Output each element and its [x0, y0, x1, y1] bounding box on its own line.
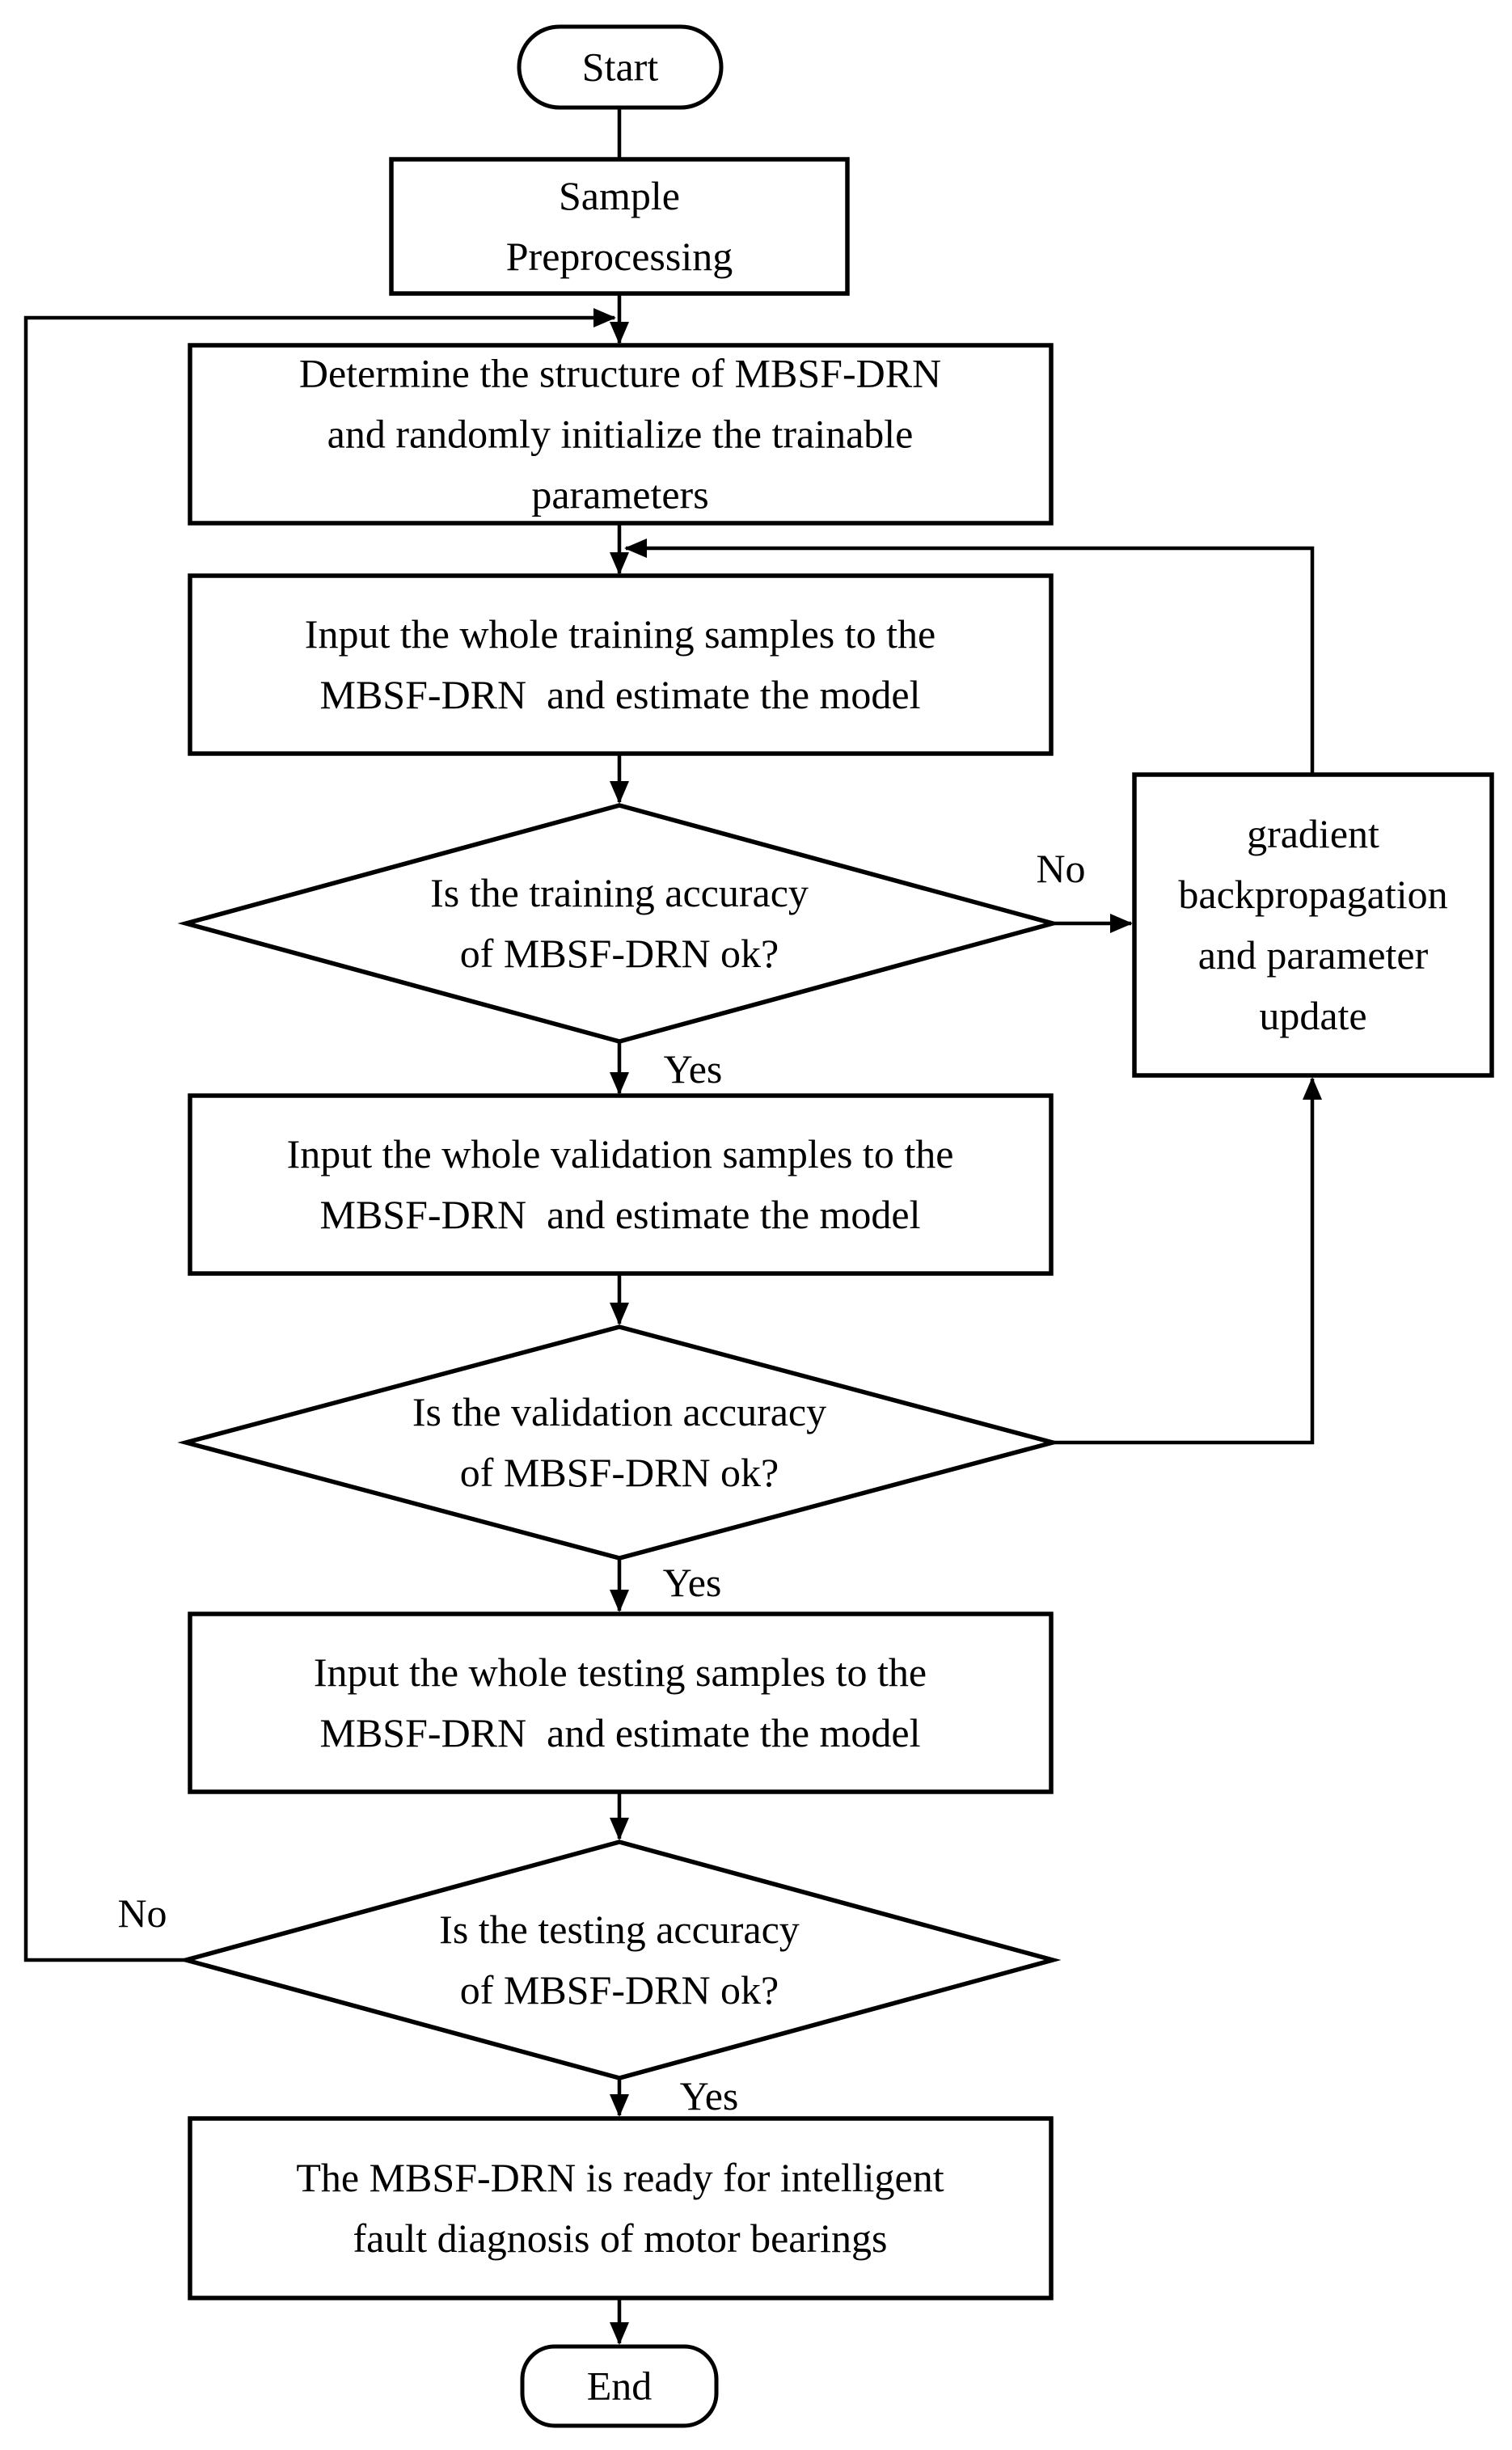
validation-decision-label: Is the validation accuracy of MBSF-DRN o…	[412, 1389, 827, 1495]
training-no-label: No	[1036, 846, 1086, 891]
validation-input-shape	[188, 1093, 1054, 1276]
training-yes-label: Yes	[663, 1046, 723, 1092]
end-terminator-shape	[520, 2344, 719, 2428]
validation-yes-label: Yes	[662, 1560, 722, 1605]
gradient-update-label: gradient backpropagation and parameter u…	[1178, 811, 1448, 1038]
testing-yes-label: Yes	[679, 2073, 739, 2118]
start-terminator-shape	[517, 24, 724, 110]
determine-structure-label: Determine the structure of MBSF-DRN and …	[298, 350, 942, 517]
testing-decision-label: Is the testing accuracy of MBSF-DRN ok?	[439, 1907, 800, 2013]
ready-label: The MBSF-DRN is ready for intelligent fa…	[296, 2155, 944, 2261]
train-input-label: Input the whole training samples to the …	[304, 611, 936, 717]
train-input-shape	[188, 573, 1054, 756]
start-label: Start	[581, 44, 659, 90]
sample-preprocessing-label: Sample Preprocessing	[505, 173, 733, 279]
ready-shape	[188, 2116, 1054, 2300]
determine-structure-shape	[188, 343, 1054, 526]
testing-decision-diamond	[177, 1840, 1062, 2080]
training-decision-diamond	[177, 803, 1062, 1044]
edge-gradient-return-loop	[624, 539, 1315, 775]
gradient-update-shape	[1132, 772, 1494, 1078]
end-label: End	[586, 2363, 653, 2409]
validation-input-label: Input the whole validation samples to th…	[286, 1131, 954, 1237]
testing-no-label: No	[117, 1890, 167, 1936]
sample-preprocessing-shape	[389, 157, 850, 296]
edge-testing-no-loop-to-determine	[23, 308, 616, 1962]
edge-validation-no-to-gradient	[1053, 1077, 1322, 1445]
validation-decision-diamond	[177, 1324, 1062, 1561]
testing-input-label: Input the whole testing samples to the M…	[313, 1650, 927, 1755]
training-decision-label: Is the training accuracy of MBSF-DRN ok?	[430, 870, 809, 976]
testing-input-shape	[188, 1612, 1054, 1794]
